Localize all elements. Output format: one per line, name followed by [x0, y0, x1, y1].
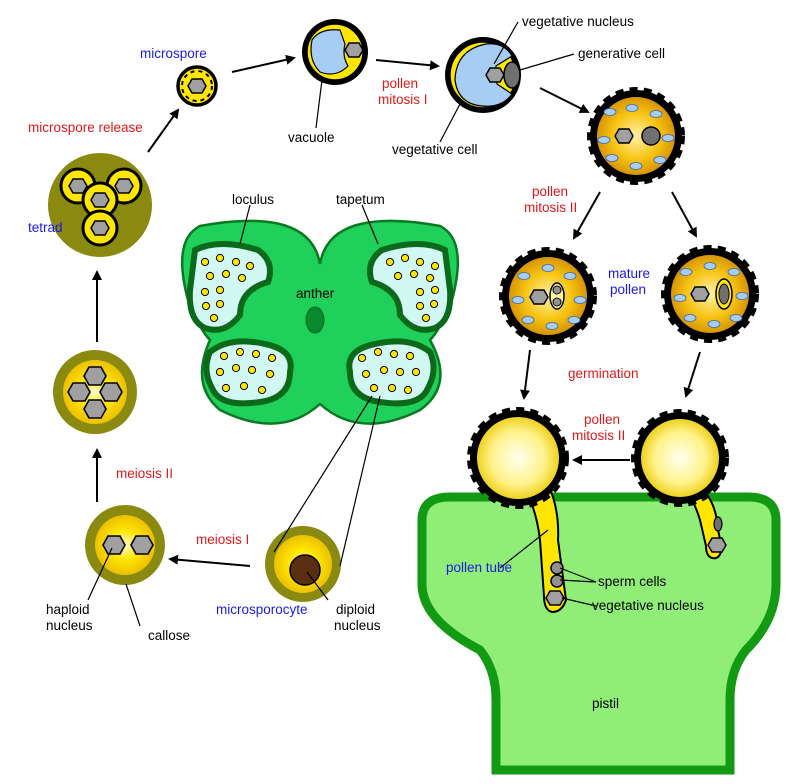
label-microspore-release: microspore release — [28, 120, 143, 135]
bicellular-pollen-early — [445, 37, 521, 113]
label-tetrad: tetrad — [28, 220, 63, 235]
leader-lines — [87, 21, 597, 627]
germinating-pollen-left — [467, 407, 569, 614]
label-loculus: loculus — [232, 192, 274, 207]
anther-vascular-bundle — [305, 306, 325, 334]
label-germination: germination — [568, 366, 639, 381]
mature-pollen-tricellular — [499, 247, 597, 345]
label-pollen: pollen — [610, 282, 646, 297]
label-pollen-mitosis-2b-a: pollen — [584, 412, 620, 427]
tetrad-in-callose — [53, 350, 137, 434]
label-microsporocyte: microsporocyte — [216, 602, 308, 617]
label-generative-cell: generative cell — [578, 46, 665, 61]
locule-bottom-right — [346, 338, 437, 407]
label-vegetative-cell: vegetative cell — [392, 142, 478, 157]
bicellular-pollen — [587, 87, 685, 185]
pistil-body — [417, 492, 781, 775]
locule-microspores — [200, 253, 440, 395]
dyad-cell — [85, 505, 165, 585]
germinating-pollen-right — [631, 409, 729, 560]
microsporocyte-cell — [265, 526, 341, 602]
label-pollen-mitosis-1-a: pollen — [382, 76, 418, 91]
label-meiosis-1: meiosis I — [196, 532, 249, 547]
microspore-cell — [176, 65, 218, 107]
label-tapetum: tapetum — [336, 192, 385, 207]
label-vacuole: vacuole — [288, 130, 335, 145]
arrow-icon — [92, 54, 701, 567]
label-pollen-mitosis-2-b: mitosis II — [524, 200, 577, 215]
label-diploid: diploid — [336, 602, 375, 617]
label-vegetative-nucleus-bottom: vegetative nucleus — [592, 598, 704, 613]
label-pollen-mitosis-2b-b: mitosis II — [572, 428, 625, 443]
label-vegetative-nucleus-top: vegetative nucleus — [522, 14, 634, 29]
label-mature: mature — [608, 266, 650, 281]
label-microspore: microspore — [140, 46, 207, 61]
mature-pollen-bicellular — [661, 245, 759, 343]
label-pistil: pistil — [592, 696, 619, 711]
label-anther: anther — [296, 286, 335, 301]
tetrad-cell — [48, 153, 152, 257]
vacuolated-microspore — [302, 19, 368, 85]
label-haploid: haploid — [46, 602, 90, 617]
label-sperm-cells: sperm cells — [598, 574, 667, 589]
label-haploid-nucleus: nucleus — [46, 618, 93, 633]
label-callose: callose — [148, 628, 190, 643]
label-pollen-mitosis-1-b: mitosis I — [378, 92, 428, 107]
label-pollen-mitosis-2-a: pollen — [532, 184, 568, 199]
label-pollen-tube: pollen tube — [446, 560, 512, 575]
label-meiosis-2: meiosis II — [116, 466, 173, 481]
label-diploid-nucleus: nucleus — [334, 618, 381, 633]
